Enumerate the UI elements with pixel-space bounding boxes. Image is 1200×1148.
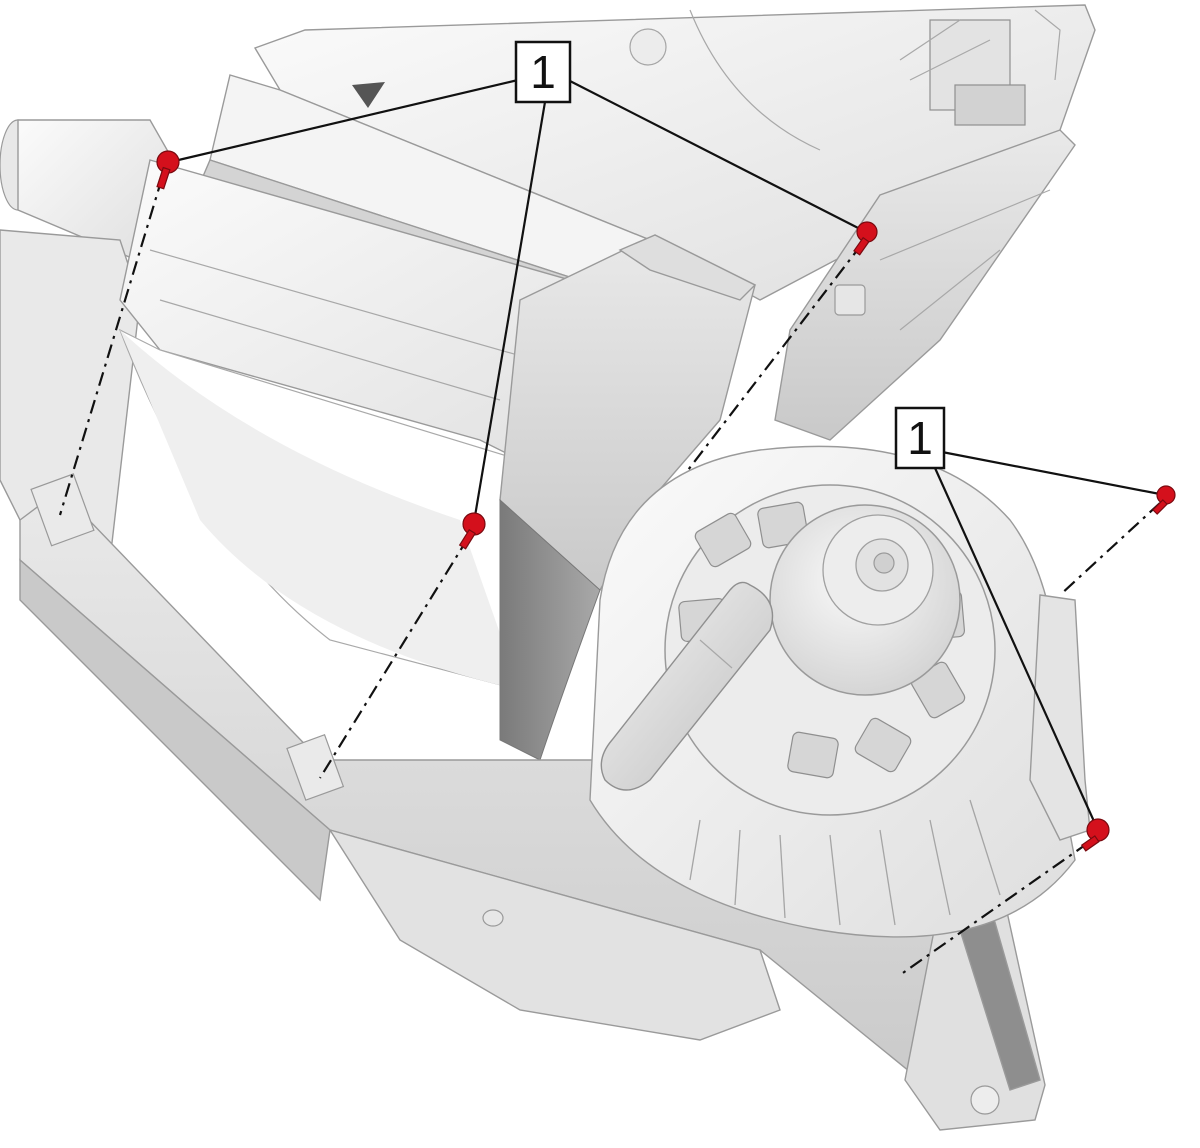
screw-icon [156, 150, 180, 190]
arrow-marker-icon [352, 82, 385, 108]
screw-path-5 [899, 842, 1089, 976]
leader-line [472, 101, 547, 523]
screw-icon [458, 512, 486, 550]
screw-path-2 [687, 243, 863, 471]
leader-line [169, 78, 519, 164]
callout-label: 1 [530, 46, 556, 98]
scroll-fins [689, 799, 1001, 926]
center-clip-mount [286, 734, 345, 801]
screw-path-1 [58, 177, 164, 516]
callout-1-top: 1 [514, 40, 572, 104]
blower-motor-icon [589, 445, 1091, 938]
shadow-wedge [499, 498, 601, 761]
cooling-tube [600, 581, 774, 791]
leader-line [933, 467, 1099, 829]
left-duct-outlet [0, 119, 171, 561]
hvac-housing-icon [0, 4, 1096, 1131]
leader-line [941, 450, 1166, 497]
right-boss-icon [834, 284, 866, 316]
motor-shaft-icon [873, 552, 895, 574]
leader-line [567, 79, 867, 233]
screw-removal-paths [58, 177, 1161, 976]
bracket-cluster [899, 9, 1061, 126]
screw-icon [1152, 485, 1176, 515]
callout-label: 1 [907, 412, 933, 464]
screw-path-4 [1059, 502, 1161, 596]
callout-1-right: 1 [894, 406, 946, 470]
screw-icon [853, 221, 878, 256]
fasteners [156, 150, 1176, 852]
drain-nipple-icon [482, 909, 504, 927]
screw-icon [1080, 818, 1110, 852]
leader-lines [169, 78, 1166, 829]
housing-right-panel [774, 129, 1076, 441]
foot-grommet-icon [970, 1085, 1000, 1115]
top-grommet-icon [629, 28, 667, 66]
base-lower-drum [328, 828, 781, 1041]
screw-path-3 [319, 537, 469, 779]
left-clip-mount [30, 473, 95, 547]
